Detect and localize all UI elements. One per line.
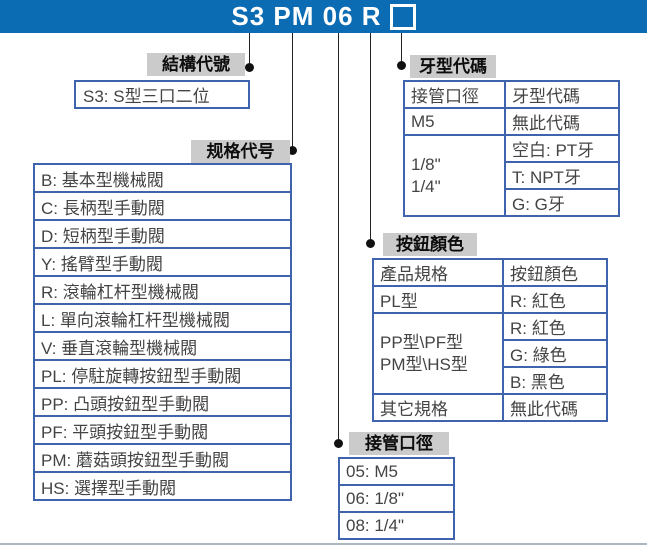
bullet-spec-icon [288,146,297,155]
spec-row-r: R: 滾輪杠杆型機械閥 [33,275,292,305]
button-color-label: 按鈕顏色 [383,233,477,256]
table-row: 1/8" 1/4" 空白: PT牙 [403,134,620,217]
table-row: PP: 凸頭按鈕型手動閥 [33,387,292,417]
table-row: R: 滾輪杠杆型機械閥 [33,275,292,305]
port-size-table: 05: M5 06: 1/8" 08: 1/4" [338,457,455,540]
table-row: 接管口徑 牙型代碼 [403,80,620,109]
model-code-bar: S3 PM 06 R [0,0,647,33]
thread-code-pt: 空白: PT牙 [504,134,620,163]
button-other-code: 無此代碼 [502,393,608,422]
table-row: 產品規格 按鈕顏色 [372,258,608,287]
connector-line-button [370,33,371,241]
button-col2-header: 按鈕顏色 [502,258,608,287]
thread-code-npt: T: NPT牙 [504,161,620,190]
button-other-spec: 其它規格 [372,393,504,422]
bullet-button-icon [366,239,375,248]
bullet-structure-icon [245,63,254,72]
bullet-thread-icon [397,61,406,70]
port-row-08: 08: 1/4" [338,511,455,540]
spec-row-pm: PM: 蘑菇頭按鈕型手動閥 [33,443,292,473]
thread-col1-header: 接管口徑 [403,80,506,109]
thread-code-table: 接管口徑 牙型代碼 M5 無此代碼 1/8" 1/4" 空白: PT牙 T: N… [403,80,620,217]
table-row: G: 綠色 [373,339,608,368]
structure-code-label: 結構代號 [147,53,245,76]
table-row: V: 垂直滾輪型機械閥 [33,331,292,361]
connector-line-spec [292,33,293,148]
table-row: 06: 1/8" [338,484,455,513]
spec-row-pp: PP: 凸頭按鈕型手動閥 [33,387,292,417]
button-col1-header: 產品規格 [372,258,504,287]
thread-col2-header: 牙型代碼 [504,80,620,109]
thread-merged-sizes: 1/8" 1/4" [403,134,506,217]
table-row: 05: M5 [338,457,455,486]
table-row: 其它規格 無此代碼 [372,393,608,422]
spec-row-l: L: 單向滾輪杠杆型機械閥 [33,303,292,333]
table-row: B: 黑色 [373,366,608,395]
button-color-black: B: 黑色 [502,366,608,395]
button-pl-spec: PL型 [372,285,504,314]
table-row: Y: 搖臂型手動閥 [33,247,292,277]
button-color-red: R: 紅色 [502,312,608,341]
page-divider [0,543,647,545]
table-row: 08: 1/4" [338,511,455,540]
table-row: G: G牙 [404,188,620,217]
spec-row-hs: HS: 選擇型手動閥 [33,471,292,501]
thread-code-label: 牙型代碼 [410,55,496,78]
spec-row-pf: PF: 平頭按鈕型手動閥 [33,415,292,445]
model-code-text: S3 PM 06 R [231,1,382,31]
table-row: L: 單向滾輪杠杆型機械閥 [33,303,292,333]
blank-option-square-icon [389,4,416,30]
table-row: B: 基本型機械閥 [33,163,292,193]
button-merged-specs: PP型\PF型 PM型\HS型 [372,312,504,395]
bullet-port-icon [334,439,343,448]
table-row: PF: 平頭按鈕型手動閥 [33,415,292,445]
table-row: PP型\PF型 PM型\HS型 R: 紅色 [372,312,608,395]
thread-m5-code: 無此代碼 [504,107,620,136]
structure-code-value: S3: S型三口二位 [74,80,250,109]
spec-row-d: D: 短柄型手動閥 [33,219,292,249]
button-spec-line1: PP型\PF型 [380,332,464,352]
button-color-table: 產品規格 按鈕顏色 PL型 R: 紅色 PP型\PF型 PM型\HS型 R: 紅… [372,258,608,422]
spec-code-label: 规格代号 [191,140,290,163]
connector-line-port [338,33,339,441]
table-row: M5 無此代碼 [403,107,620,136]
thread-m5-size: M5 [403,107,506,136]
thread-size-1-8: 1/8" [411,154,441,174]
thread-code-g: G: G牙 [504,188,620,217]
spec-row-v: V: 垂直滾輪型機械閥 [33,331,292,361]
button-spec-line2: PM型\HS型 [380,354,468,374]
table-row: D: 短柄型手動閥 [33,219,292,249]
table-row: PM: 蘑菇頭按鈕型手動閥 [33,443,292,473]
connector-line-thread [401,33,402,63]
spec-row-c: C: 長柄型手動閥 [33,191,292,221]
table-row: PL: 停駐旋轉按鈕型手動閥 [33,359,292,389]
spec-code-table: B: 基本型機械閥 C: 長柄型手動閥 D: 短柄型手動閥 Y: 搖臂型手動閥 … [33,163,292,501]
thread-size-1-4: 1/4" [411,176,441,196]
port-row-06: 06: 1/8" [338,484,455,513]
spec-row-b: B: 基本型機械閥 [33,163,292,193]
table-row: PL型 R: 紅色 [372,285,608,314]
table-row: T: NPT牙 [404,161,620,190]
port-row-05: 05: M5 [338,457,455,486]
table-row: HS: 選擇型手動閥 [33,471,292,501]
button-pl-color: R: 紅色 [502,285,608,314]
spec-row-pl: PL: 停駐旋轉按鈕型手動閥 [33,359,292,389]
table-row: C: 長柄型手動閥 [33,191,292,221]
connector-line-structure [249,33,250,65]
port-size-label: 接管口徑 [349,432,449,455]
spec-row-y: Y: 搖臂型手動閥 [33,247,292,277]
button-color-green: G: 綠色 [502,339,608,368]
